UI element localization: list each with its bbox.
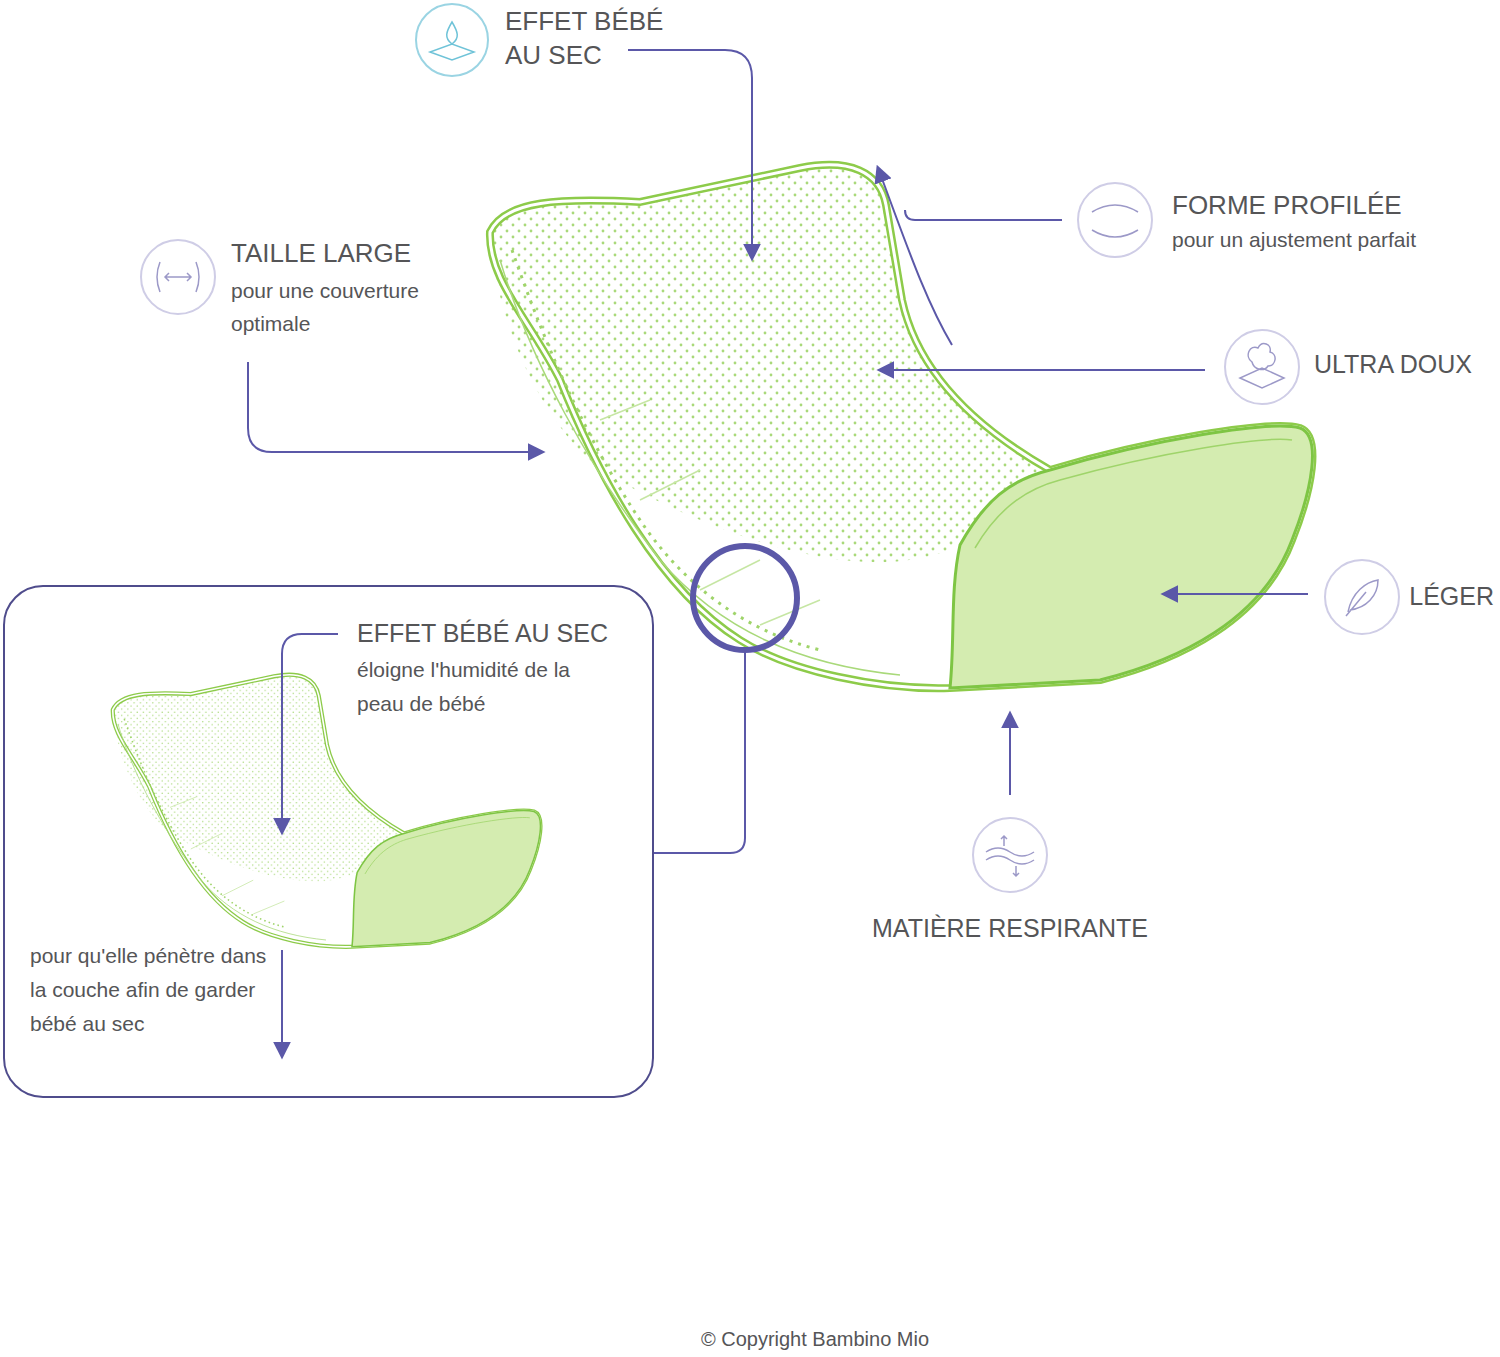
insert-pad-small — [113, 675, 541, 947]
copyright-note: © Copyright Bambino Mio — [615, 1326, 1015, 1352]
leader-arrows — [248, 50, 1308, 1056]
feature-heading: EFFET BÉBÉ AU SEC — [505, 4, 690, 72]
feature-heading: TAILLE LARGE — [231, 236, 491, 270]
breathable-icon — [973, 818, 1047, 892]
leader-line — [653, 652, 745, 853]
feature-heading: ULTRA DOUX — [1314, 348, 1496, 381]
feature-note: pour un ajustement parfait — [1172, 226, 1492, 253]
feature-heading: LÉGER — [1408, 580, 1494, 613]
feature-heading: MATIÈRE RESPIRANTE — [850, 912, 1170, 945]
magnifier-circle — [693, 546, 797, 650]
feature-note: pour une couverture optimale — [231, 274, 466, 340]
shape-icon — [1078, 183, 1152, 257]
inset-note: pour qu'elle pénètre dans la couche afin… — [30, 939, 280, 1041]
feather-icon — [1325, 560, 1399, 634]
drop-icon — [416, 4, 488, 76]
soft-icon — [1225, 330, 1299, 404]
width-icon — [141, 240, 215, 314]
feature-heading: FORME PROFILÉE — [1172, 188, 1492, 222]
inset-heading: EFFET BÉBÉ AU SEC — [357, 617, 642, 650]
inset-box: EFFET BÉBÉ AU SECéloigne l'humidité de l… — [3, 585, 654, 1098]
inset-note: éloigne l'humidité de la peau de bébé — [357, 653, 619, 721]
